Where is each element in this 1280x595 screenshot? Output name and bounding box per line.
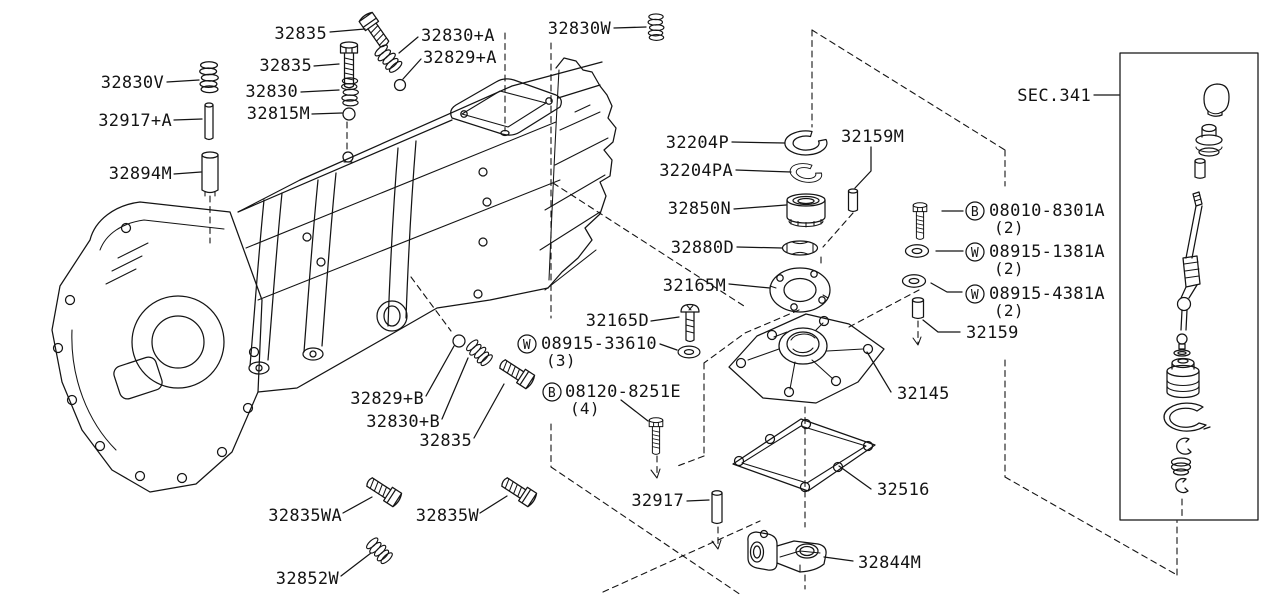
label-32159M: 32159M [841, 127, 904, 147]
sec341-reference-box [1119, 52, 1259, 521]
part-32145-cover [728, 313, 885, 404]
part-32852W-spring [363, 535, 395, 567]
label-32850N: 32850N [668, 199, 731, 219]
label-32917A: 32917+A [98, 111, 172, 131]
part-32844M-bracket [747, 529, 827, 573]
part-32917-pin [711, 490, 723, 525]
part-number-labels: 32835 32830+A 32829+A 32830V 32917+A 328… [98, 19, 1091, 589]
washer-symbol-letter: W [971, 246, 979, 261]
label-32844M: 32844M [858, 553, 921, 573]
label-32830V: 32830V [101, 73, 164, 93]
assembly-dashed-lines [209, 29, 1183, 595]
label-sec341: SEC.341 [1017, 86, 1091, 106]
part-08915-4381A-washer [901, 274, 927, 288]
label-32835-b: 32835 [419, 431, 472, 451]
label-32835WA: 32835WA [268, 506, 342, 526]
part-32165D-screw [680, 303, 700, 343]
part-32165M-plate [769, 267, 831, 313]
label-08010-8301A: 08010-8301A [989, 201, 1105, 221]
part-32204P-snapring [784, 130, 828, 156]
washer-symbol-icon: W [965, 242, 985, 262]
label-08915-1381A: 08915-1381A [989, 242, 1105, 262]
label-32815M: 32815M [247, 104, 310, 124]
washer-symbol-letter: W [523, 338, 531, 353]
qty-33610: (3) [546, 351, 576, 370]
washer-symbol-icon: W [965, 284, 985, 304]
part-08915-1381A-washer [904, 244, 930, 258]
qty-08010: (2) [994, 218, 1024, 237]
qty-08120: (4) [570, 399, 600, 418]
part-32829B-ball [452, 334, 466, 348]
part-32830A-spring [372, 42, 405, 76]
bolt-symbol-letter: B [971, 205, 979, 220]
bolt-symbol-icon: B [542, 382, 562, 402]
part-32830V-spring [199, 61, 219, 94]
part-32830W-spring [647, 13, 665, 41]
label-32204PA: 32204PA [659, 161, 733, 181]
part-32835W-bolt [498, 473, 539, 509]
label-32165M: 32165M [663, 276, 726, 296]
part-32516-gasket [732, 418, 876, 493]
part-32159-pin [911, 297, 925, 346]
qty-1381A: (2) [994, 259, 1024, 278]
bolt-symbol-icon: B [965, 201, 985, 221]
part-32159M-pin [847, 188, 859, 213]
washer-symbol-icon: W [517, 334, 537, 354]
label-32159: 32159 [966, 323, 1019, 343]
label-32917: 32917 [631, 491, 684, 511]
part-32830B-spring [463, 337, 495, 369]
label-32829A: 32829+A [423, 48, 497, 68]
label-32830A: 32830+A [421, 26, 495, 46]
part-32850N-bushing [786, 193, 826, 228]
part-32917A-pin [204, 102, 214, 141]
part-32204PA-snapring [789, 163, 823, 183]
part-08010-bolt [912, 202, 928, 240]
label-32894M: 32894M [109, 164, 172, 184]
label-32830B: 32830+B [366, 412, 440, 432]
bolt-symbol-letter: B [548, 386, 556, 401]
part-08120-bolt [648, 417, 664, 455]
label-32829B: 32829+B [350, 389, 424, 409]
label-32835W: 32835W [416, 506, 480, 526]
label-32204P: 32204P [666, 133, 729, 153]
label-32880D: 32880D [671, 238, 734, 258]
label-32165D: 32165D [586, 311, 649, 331]
label-32852W: 32852W [276, 569, 340, 589]
label-32835-top: 32835 [274, 24, 327, 44]
part-32835-top-bolt [357, 10, 393, 51]
hardware-ref-labels: B 08010-8301A (2) W 08915-1381A (2) W 08… [517, 201, 1105, 418]
part-32880D-clip [781, 240, 819, 256]
label-32830: 32830 [245, 82, 298, 102]
part-32894M-sleeve [201, 151, 219, 197]
label-32835-mid: 32835 [259, 56, 312, 76]
label-08915-33610: 08915-33610 [541, 334, 657, 354]
label-08915-4381A: 08915-4381A [989, 284, 1105, 304]
part-08915-33610-washer [677, 345, 701, 359]
part-32835-mid-bolt [339, 41, 359, 89]
transmission-case-drawing [51, 57, 617, 493]
label-08120-8251E: 08120-8251E [565, 382, 681, 402]
part-32815M-ball [342, 107, 356, 121]
qty-4381A: (2) [994, 301, 1024, 320]
label-32145: 32145 [897, 384, 950, 404]
washer-symbol-letter: W [971, 288, 979, 303]
label-32516: 32516 [877, 480, 930, 500]
label-leader-lines [166, 26, 1120, 577]
part-32835WA-bolt [363, 473, 404, 509]
part-32829A-ball [393, 78, 407, 92]
label-32830W: 32830W [548, 19, 612, 39]
part-32835-b-bolt [496, 355, 537, 391]
